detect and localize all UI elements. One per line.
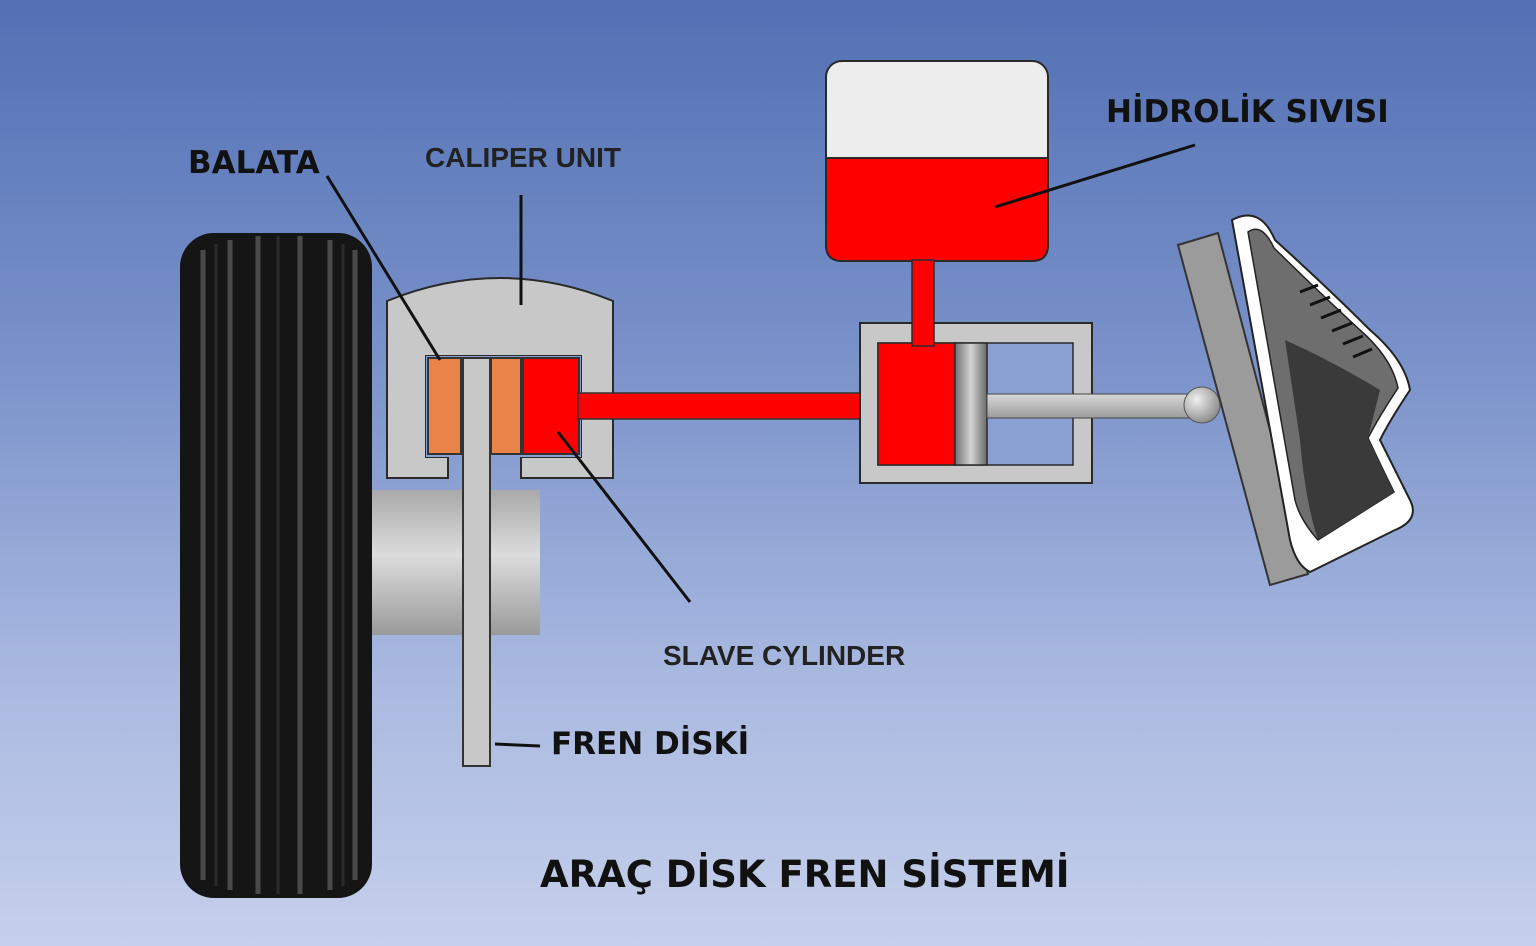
label-caliper-unit: CALIPER UNIT — [425, 142, 621, 173]
master-cylinder — [859, 322, 1093, 484]
slave-cylinder-fluid — [522, 357, 580, 455]
label-balata: BALATA — [188, 145, 320, 181]
brake-disc — [462, 357, 491, 767]
outer-brake-pad — [427, 357, 462, 455]
slave-cylinder-leader — [556, 431, 692, 603]
hydraulic-fluid-leader — [994, 143, 1196, 209]
hydraulic-brake-line — [577, 392, 883, 420]
inner-brake-pad — [490, 357, 522, 455]
tire — [180, 233, 372, 898]
brake-disc-leader — [494, 742, 541, 748]
label-hydraulic-fluid: HİDROLİK SIVISI — [1106, 94, 1389, 130]
label-slave-cylinder: SLAVE CYLINDER — [663, 640, 906, 671]
shoe-icon — [1230, 214, 1414, 574]
pedal-ball-joint — [1183, 386, 1221, 424]
leader-lines — [325, 143, 1196, 748]
diagram-title: ARAÇ DİSK FREN SİSTEMİ — [540, 853, 1070, 896]
fluid-reservoir — [825, 60, 1049, 347]
balata-leader — [325, 175, 442, 361]
brake-pedal — [1176, 231, 1310, 587]
push-rod — [986, 393, 1192, 419]
wheel-hub — [372, 490, 540, 635]
label-brake-disc: FREN DİSKİ — [551, 726, 750, 762]
